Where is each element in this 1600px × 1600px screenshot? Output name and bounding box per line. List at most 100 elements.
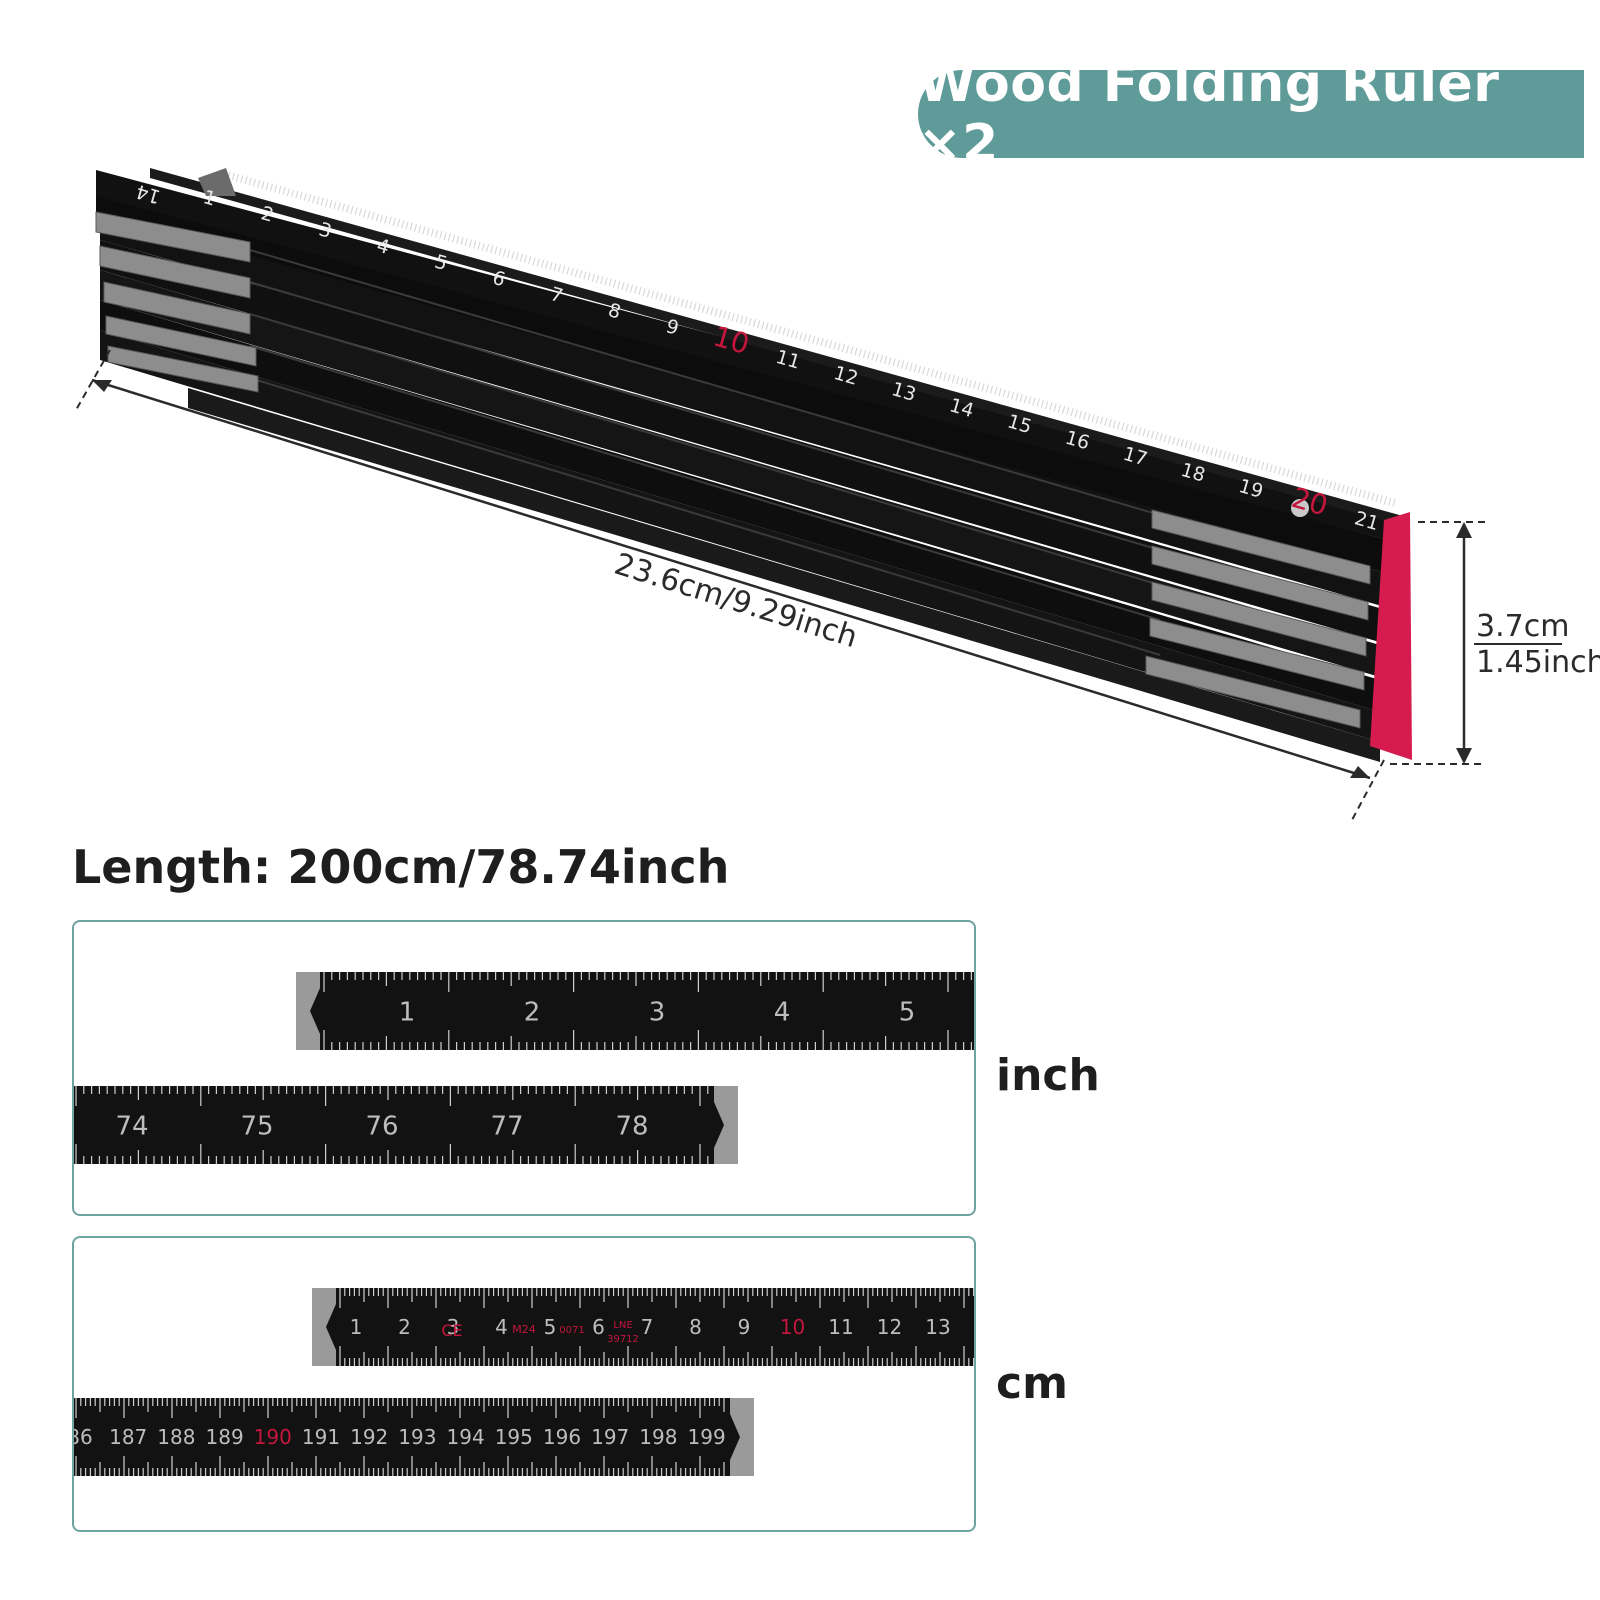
strip-number: 8 — [689, 1315, 702, 1339]
cm-top-ticks — [339, 1288, 974, 1366]
ruler-layer — [100, 330, 1380, 742]
right-hinges — [1145, 509, 1371, 729]
inch-top-strip-cap — [296, 972, 320, 1050]
strip-number: 75 — [240, 1111, 273, 1141]
strip-number: 188 — [157, 1425, 195, 1449]
strip-number: 192 — [350, 1425, 388, 1449]
strip-number: 199 — [688, 1425, 726, 1449]
strip-number: 12 — [877, 1315, 902, 1339]
strip-number: 191 — [302, 1425, 340, 1449]
ruler-number: 5 — [432, 251, 450, 275]
strip-number: 195 — [495, 1425, 533, 1449]
strip-number: 3 — [649, 997, 666, 1027]
strip-mark: CE — [441, 1321, 462, 1340]
cm-bottom-strip — [74, 1398, 754, 1476]
strip-mark: M24 — [512, 1323, 536, 1336]
rivet — [1291, 499, 1309, 517]
cm-bottom-ticks — [75, 1398, 725, 1476]
strip-number: 13 — [925, 1315, 950, 1339]
ruler-layer — [100, 270, 1390, 680]
length-heading: Length: 200cm/78.74inch — [72, 840, 730, 894]
left-hinges — [95, 211, 259, 393]
ruler-top-face — [150, 168, 1410, 528]
inch-top-strip — [296, 972, 974, 1050]
strip-number: 4 — [774, 997, 791, 1027]
inch-bottom-ticks — [75, 1086, 709, 1164]
cm-bottom-numbers: 86 187 188 189 190 191 192 193 194 195 196 197 198 19… — [74, 1425, 726, 1449]
strip-mark: LNE — [613, 1320, 632, 1331]
cm-unit-label: cm — [996, 1358, 1068, 1409]
ruler-number: 3 — [316, 218, 334, 242]
ruler-catch — [198, 168, 236, 196]
strip-number: 1 — [399, 997, 416, 1027]
ruler-layer — [100, 212, 1410, 614]
strip-number: 5 — [899, 997, 916, 1027]
inch-unit-label: inch — [996, 1050, 1100, 1101]
strip-number: 1 — [350, 1315, 363, 1339]
strip-number: 10 — [780, 1315, 805, 1339]
ruler-top-face — [96, 170, 1410, 546]
strip-number: 187 — [109, 1425, 147, 1449]
ruler-number: 8 — [606, 299, 624, 323]
ruler-number: 7 — [548, 283, 566, 307]
ruler-layer — [100, 240, 1400, 648]
inch-bottom-strip — [74, 1086, 738, 1164]
strip-number: 2 — [524, 997, 541, 1027]
cm-top-strip-cap — [312, 1288, 336, 1366]
strip-number: 3 — [447, 1315, 460, 1339]
inch-top-numbers: 1 2 3 4 5 — [399, 997, 916, 1027]
ruler-number: 1 — [201, 186, 219, 210]
layer-grooves — [249, 249, 1161, 656]
ruler-number: 4 — [374, 235, 392, 259]
height-arrow-bottom — [1456, 748, 1472, 764]
inch-strips: 1 2 3 4 5 74 75 76 77 78 — [74, 972, 974, 1164]
strip-number: 194 — [447, 1425, 485, 1449]
cm-bottom-strip-cap — [730, 1398, 754, 1476]
title-badge: Wood Folding Ruler ×2 — [918, 54, 1584, 174]
strip-number: 196 — [543, 1425, 581, 1449]
top-tick-band — [218, 169, 1397, 507]
inch-scale-panel: 1 2 3 4 5 74 75 76 77 78 — [72, 920, 976, 1216]
length-arrow-left — [92, 380, 112, 392]
ruler-layer — [100, 300, 1380, 712]
strip-number: 6 — [592, 1315, 605, 1339]
strip-number: 76 — [365, 1111, 398, 1141]
inch-bottom-numbers: 74 75 76 77 78 — [115, 1111, 648, 1141]
strip-number: 7 — [641, 1315, 654, 1339]
strip-number: 5 — [544, 1315, 557, 1339]
strip-number: 77 — [490, 1111, 523, 1141]
ruler-number: 2 — [259, 202, 277, 226]
red-end-face — [1370, 512, 1412, 760]
strip-mark: 39712 — [607, 1334, 639, 1345]
length-dim-line — [91, 378, 1371, 780]
ruler-layer — [188, 388, 1380, 762]
strip-number: 78 — [615, 1111, 648, 1141]
inch-top-ticks — [323, 972, 973, 1050]
length-arrow-right — [1350, 766, 1370, 778]
strip-mark: 0071 — [559, 1325, 584, 1336]
strip-number: 74 — [115, 1111, 148, 1141]
cm-top-strip — [312, 1288, 974, 1366]
strip-number: 86 — [74, 1425, 93, 1449]
strip-number: 197 — [591, 1425, 629, 1449]
strip-number: 11 — [828, 1315, 853, 1339]
strip-number: 9 — [738, 1315, 751, 1339]
strip-number: 2 — [398, 1315, 411, 1339]
inch-bottom-strip-cap — [714, 1086, 738, 1164]
strip-number: 190 — [254, 1425, 292, 1449]
ruler-number: 9 — [664, 315, 682, 339]
strip-number: 198 — [639, 1425, 677, 1449]
height-label-cm: 3.7cm — [1476, 609, 1569, 644]
strip-number: 193 — [398, 1425, 436, 1449]
title-text: Wood Folding Ruler ×2 — [918, 54, 1500, 174]
height-label-inch: 1.45inch — [1476, 645, 1600, 680]
ruler-layer — [96, 190, 1410, 580]
strip-number: 4 — [495, 1315, 508, 1339]
height-arrow-top — [1456, 522, 1472, 538]
strip-number: 189 — [206, 1425, 244, 1449]
ruler-number: 6 — [490, 267, 508, 291]
